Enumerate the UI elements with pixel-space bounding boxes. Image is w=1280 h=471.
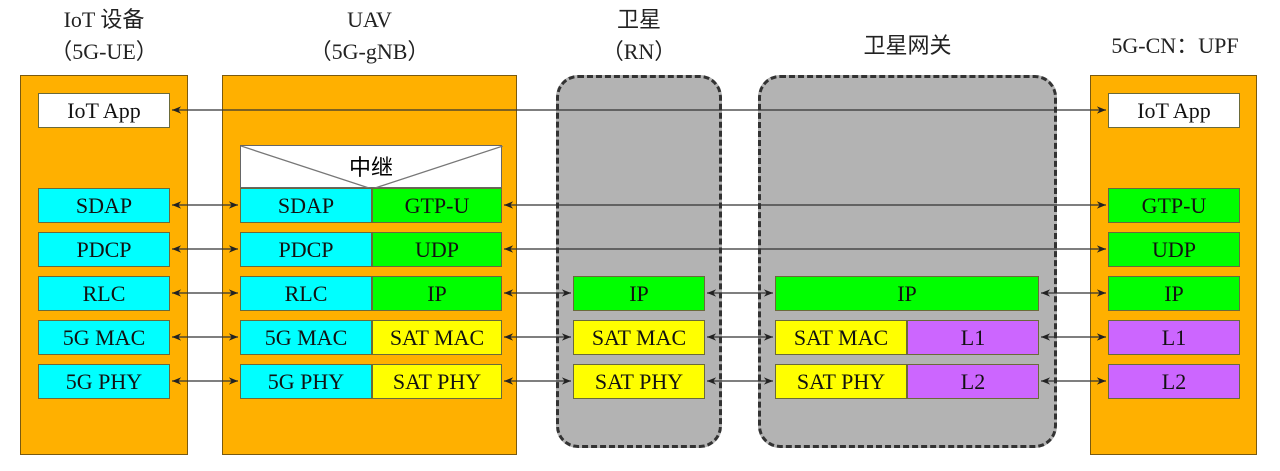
upf-l2-layer: L2 (1108, 364, 1240, 399)
uav-sdap-layer: SDAP (240, 188, 372, 223)
uav-udp-layer: UDP (372, 232, 502, 267)
uav-sat-phy-layer: SAT PHY (372, 364, 502, 399)
uav-title: UAV (347, 7, 392, 32)
uav-5g-mac-layer: 5G MAC (240, 320, 372, 355)
relay-header: 中继 (240, 145, 503, 189)
gw-l2-layer: L2 (907, 364, 1039, 399)
iot-device-title: IoT 设备 (63, 7, 145, 32)
iot-phy-layer: 5G PHY (38, 364, 170, 399)
upf-l1-layer: L1 (1108, 320, 1240, 355)
gw-l1-layer: L1 (907, 320, 1039, 355)
uav-ip-layer: IP (372, 276, 502, 311)
uav-sat-mac-layer: SAT MAC (372, 320, 502, 355)
uav-gtpu-layer: GTP-U (372, 188, 502, 223)
uav-rlc-layer: RLC (240, 276, 372, 311)
satellite-subtitle: （RN） (601, 39, 677, 64)
uav-subtitle: （5G-gNB） (309, 39, 430, 64)
relay-label: 中继 (348, 155, 393, 180)
upf-gtpu-layer: GTP-U (1108, 188, 1240, 223)
upf-ip-layer: IP (1108, 276, 1240, 311)
upf-app-layer: IoT App (1108, 93, 1240, 128)
upf-title: 5G-CN：UPF (1111, 33, 1239, 58)
sat-mac-layer: SAT MAC (573, 320, 705, 355)
iot-sdap-layer: SDAP (38, 188, 170, 223)
sat-ip-layer: IP (573, 276, 705, 311)
gw-ip-layer: IP (775, 276, 1039, 311)
uav-5g-phy-layer: 5G PHY (240, 364, 372, 399)
gw-sat-phy-layer: SAT PHY (775, 364, 907, 399)
iot-app-layer: IoT App (38, 93, 170, 128)
iot-rlc-layer: RLC (38, 276, 170, 311)
iot-mac-layer: 5G MAC (38, 320, 170, 355)
iot-pdcp-layer: PDCP (38, 232, 170, 267)
iot-device-subtitle: （5G-UE） (50, 39, 158, 64)
gateway-title: 卫星网关 (863, 33, 952, 58)
uav-pdcp-layer: PDCP (240, 232, 372, 267)
satellite-title: 卫星 (616, 7, 661, 32)
upf-udp-layer: UDP (1108, 232, 1240, 267)
gw-sat-mac-layer: SAT MAC (775, 320, 907, 355)
sat-phy-layer: SAT PHY (573, 364, 705, 399)
